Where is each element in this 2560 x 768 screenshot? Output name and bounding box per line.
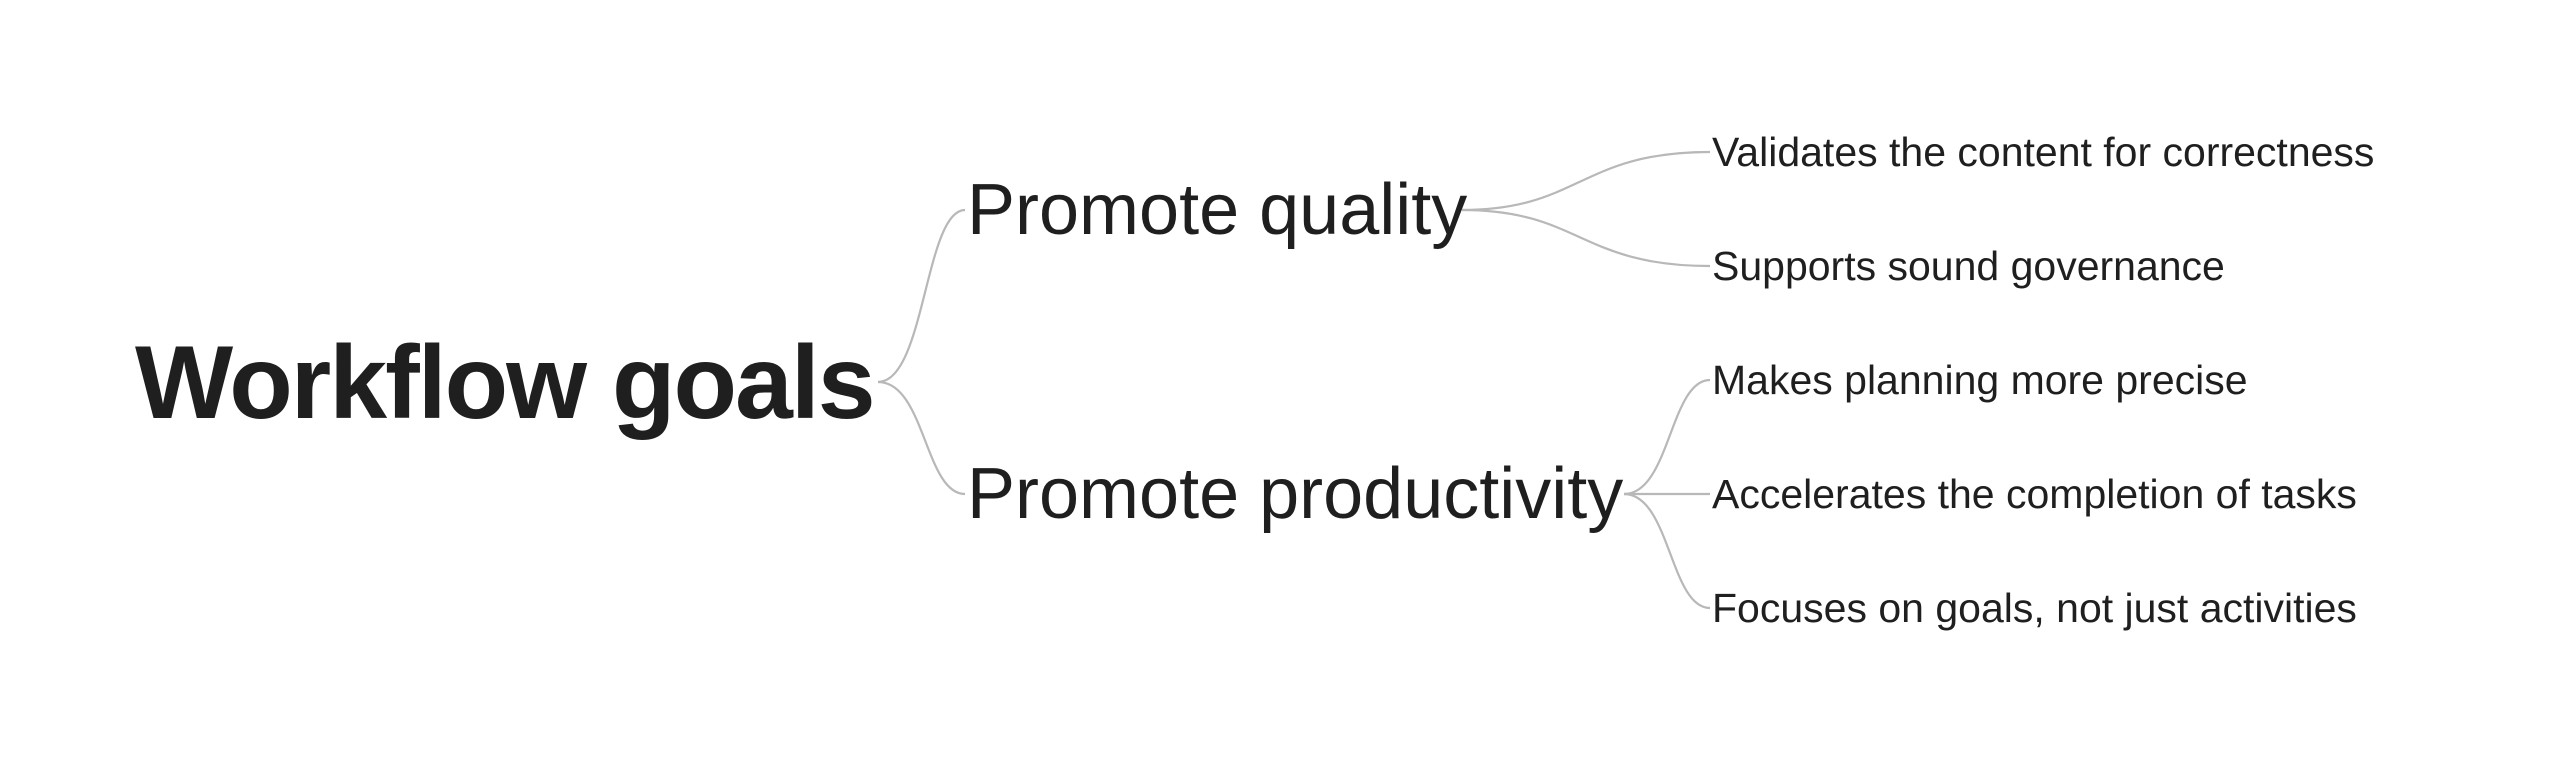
connector-root-to-quality (877, 208, 966, 384)
branch-node-productivity: Promote productivity (967, 454, 1623, 534)
connector-root-to-productivity (877, 380, 966, 496)
connector-productivity-to-focuses (1623, 492, 1711, 610)
root-node: Workflow goals (135, 325, 874, 441)
leaf-node-accelerates: Accelerates the completion of tasks (1712, 471, 2357, 517)
leaf-node-focuses: Focuses on goals, not just activities (1712, 585, 2357, 631)
leaf-node-makes: Makes planning more precise (1712, 357, 2248, 403)
connector-quality-to-supports (1461, 208, 1711, 268)
leaf-node-validates: Validates the content for correctness (1712, 129, 2374, 175)
branch-node-quality: Promote quality (967, 170, 1467, 250)
leaf-node-supports: Supports sound governance (1712, 243, 2225, 289)
connector-productivity-to-makes (1623, 378, 1711, 496)
connector-quality-to-validates (1461, 150, 1711, 212)
